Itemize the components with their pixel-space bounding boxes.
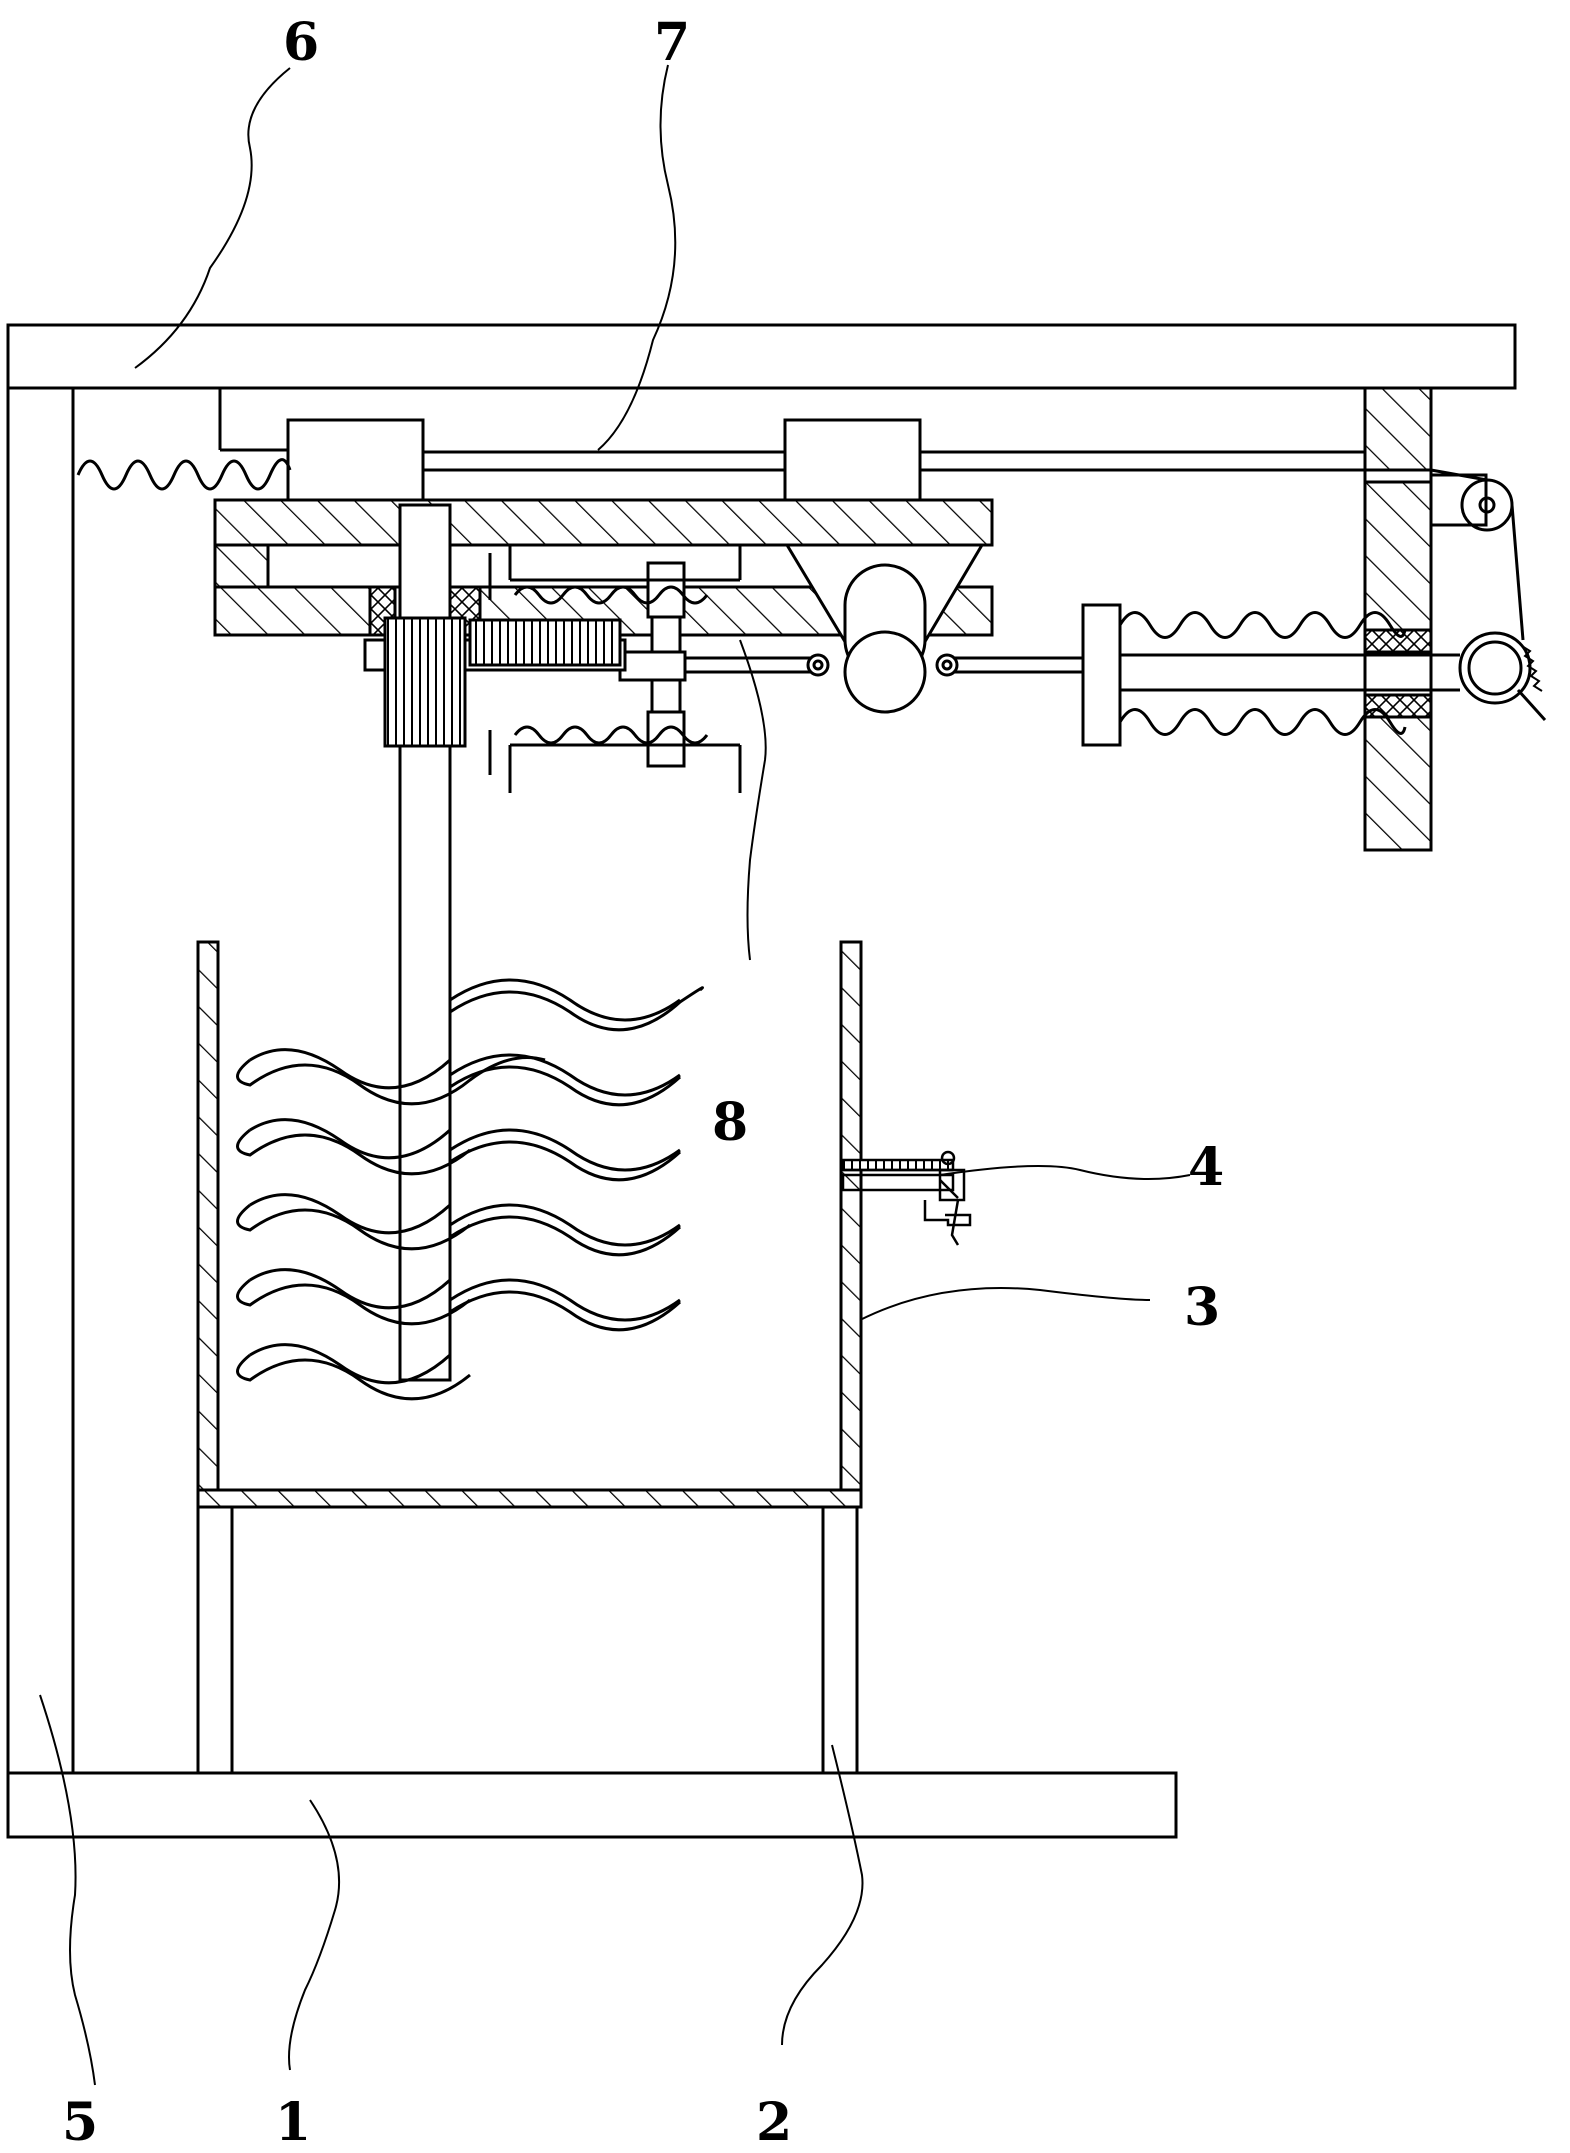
right-guide-post xyxy=(1363,386,1433,852)
rack-teeth xyxy=(468,618,622,667)
top-plate xyxy=(6,323,1517,390)
label-7: 7 xyxy=(654,12,690,73)
bracket-top-arm xyxy=(213,498,994,547)
label-1: 1 xyxy=(275,2092,311,2148)
guide-post-slot xyxy=(1363,650,1433,697)
label-3: 3 xyxy=(1184,1277,1220,1338)
slider-left xyxy=(286,418,425,502)
label-4: 4 xyxy=(1188,1137,1224,1198)
rod-plate xyxy=(1081,603,1122,747)
label-8: 8 xyxy=(712,1092,748,1153)
slider-right xyxy=(783,418,922,502)
rod-spring-upper xyxy=(1118,611,1407,639)
guide-post-gap xyxy=(1363,468,1433,484)
gear-top xyxy=(383,616,467,748)
cavity-spring-lower xyxy=(513,725,709,745)
support-leg-right xyxy=(821,1503,859,1775)
left-column xyxy=(6,386,75,1775)
base-plate xyxy=(6,1771,1178,1839)
rod-spring-lower xyxy=(1118,708,1407,736)
pulley-inner xyxy=(1478,496,1496,514)
cable xyxy=(1510,504,1525,641)
pivot-left xyxy=(806,653,830,677)
stir-blades xyxy=(236,978,704,1401)
guide-bearing-upper xyxy=(1363,628,1433,654)
ratchet-teeth xyxy=(1521,645,1543,692)
container-right-wall xyxy=(839,940,863,1492)
guide-bearing-lower xyxy=(1363,693,1433,719)
cam-wheel xyxy=(843,630,927,714)
leader-lines xyxy=(39,64,1191,2086)
yoke-horizontal xyxy=(618,650,687,682)
support-leg-left xyxy=(196,1503,234,1775)
label-2: 2 xyxy=(756,2092,792,2148)
top-spring xyxy=(76,458,292,491)
container-left-wall xyxy=(196,940,220,1492)
label-6: 6 xyxy=(283,12,319,73)
outlet-valve xyxy=(841,1150,972,1246)
cavity-spring-upper xyxy=(513,585,709,605)
label-5: 5 xyxy=(62,2092,98,2148)
container-bottom xyxy=(196,1488,863,1509)
pivot-right xyxy=(935,653,959,677)
